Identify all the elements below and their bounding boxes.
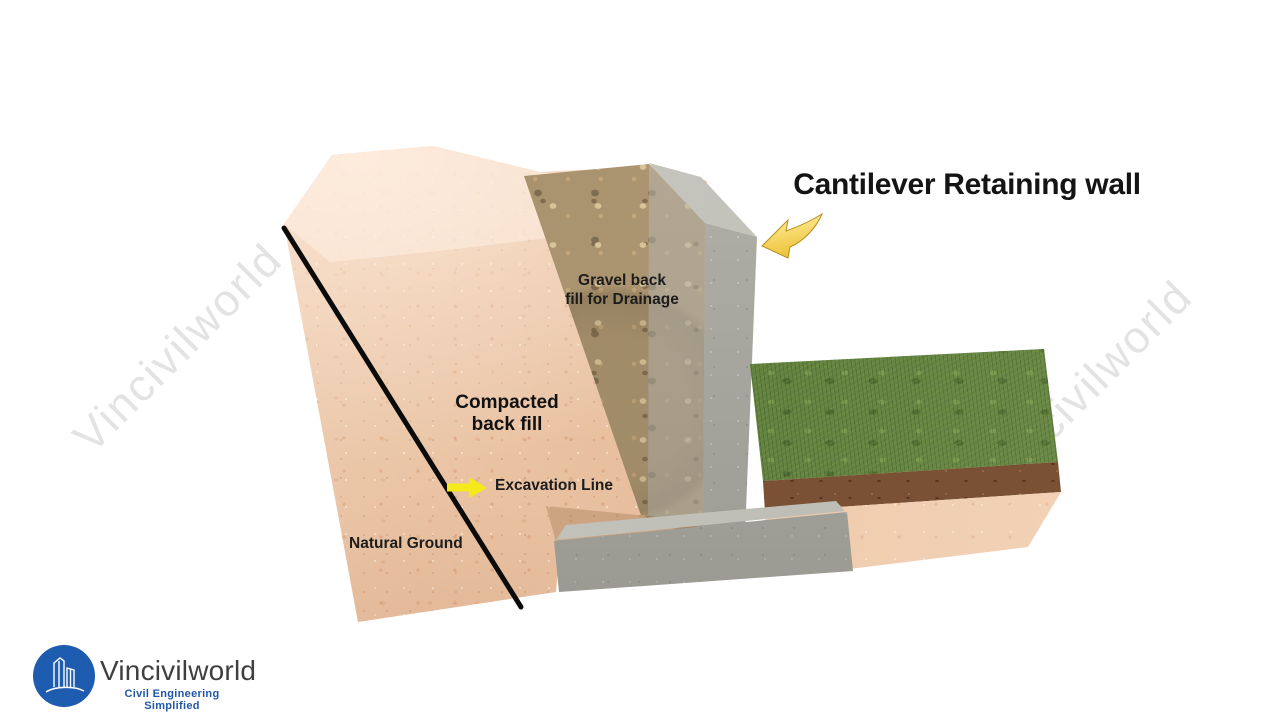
pointer-arrow-icon	[761, 212, 824, 259]
buildings-circle-icon	[33, 645, 95, 707]
watermark-left: Vincivilworld	[63, 233, 293, 463]
logo: Vincivilworld Civil Engineering Simplifi…	[33, 645, 293, 712]
diagram-title: Cantilever Retaining wall	[793, 168, 1141, 201]
label-excavation-line: Excavation Line	[495, 477, 614, 494]
logo-name: Vincivilworld	[100, 655, 257, 686]
logo-tagline: Civil Engineering Simplified	[124, 688, 220, 712]
label-natural-ground: Natural Ground	[349, 535, 463, 552]
label-gravel-line1: Gravel back	[578, 272, 666, 289]
label-compacted-line1: Compacted	[455, 392, 559, 413]
label-gravel-line2: fill for Drainage	[565, 290, 679, 308]
label-compacted-backfill: Compacted back fill	[422, 392, 592, 436]
label-gravel-backfill: Gravel back fill for Drainage	[537, 272, 707, 309]
logo-buildings	[45, 657, 85, 693]
label-compacted-line2: back fill	[471, 414, 543, 435]
